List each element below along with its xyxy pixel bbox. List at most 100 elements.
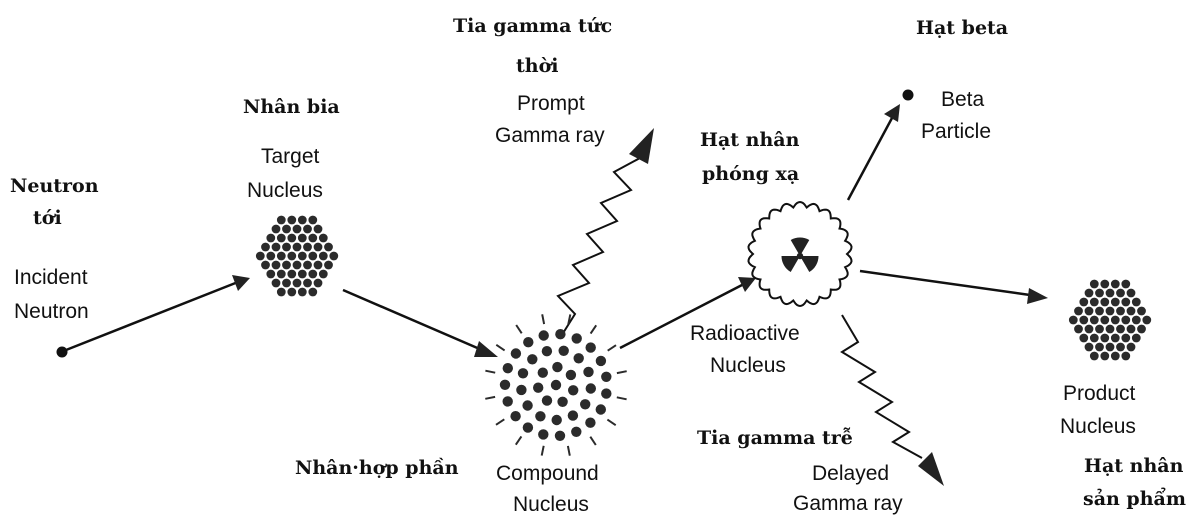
nucleon [1111,334,1120,343]
nucleon [293,261,302,270]
nucleon [314,243,323,252]
nucleon [303,243,312,252]
nucleon [329,252,338,261]
excitation-tick [590,437,596,445]
nucleon [566,370,576,380]
nucleon [523,337,533,347]
nucleon [518,368,528,378]
nucleon [308,234,317,243]
product-label-en-2: Nucleus [1060,415,1136,438]
nucleon [277,270,286,279]
prompt-gamma-wave [558,158,640,338]
nucleon [601,388,611,398]
nucleon [585,418,595,428]
prompt-label-en-1: Prompt [517,92,585,115]
beta-label-en-1: Beta [941,88,985,111]
nucleon [538,368,548,378]
nucleon [1095,289,1104,298]
nucleon [1085,325,1094,334]
compound-label-en-2: Nucleus [513,493,589,516]
nucleon [277,288,286,297]
nucleon [287,288,296,297]
prompt-label-vi-1: Tia gamma tức [453,15,612,37]
excitation-tick [516,436,522,444]
nucleon [1074,307,1083,316]
excitation-tick [607,420,615,426]
excitation-tick [608,345,616,351]
nucleon [500,380,510,390]
nucleon [1090,334,1099,343]
nucleon [319,270,328,279]
nucleon [303,279,312,288]
nucleon [596,404,606,414]
nucleon [272,279,281,288]
incident-neutron-dot [57,347,68,358]
nucleon [1106,325,1115,334]
excitation-tick [617,371,627,373]
nucleon [1090,352,1099,361]
nucleon [261,261,270,270]
nucleon [308,270,317,279]
nucleon [586,342,596,352]
nucleon [1100,298,1109,307]
nucleon [533,383,543,393]
radioactive-to-product-arrow [860,271,1030,295]
nucleon [580,399,590,409]
nucleon [298,234,307,243]
nucleon [1121,298,1130,307]
nucleon [1106,289,1115,298]
nucleon [1127,307,1136,316]
nucleon [287,234,296,243]
nucleon [1074,325,1083,334]
nucleon [314,261,323,270]
nucleon [293,225,302,234]
arrowhead [1027,288,1048,304]
nucleon [1116,343,1125,352]
product-label-en-1: Product [1063,382,1136,405]
nucleon [298,252,307,261]
product-label-vi-1: Hạt nhân [1084,455,1184,477]
nucleon [1100,352,1109,361]
nucleon [272,243,281,252]
nucleon [552,415,562,425]
nucleon [1111,316,1120,325]
product-label-vi-2: sản phẩm [1083,486,1186,510]
nucleon [542,395,552,405]
radioactive-label-en-1: Radioactive [690,322,800,345]
incident-label-en-1: Incident [14,266,88,289]
excitation-tick [496,345,504,351]
nucleon [293,279,302,288]
nucleon [1132,298,1141,307]
nucleon [555,431,565,441]
compound-label-vi: Nhân·hợp phần [295,457,459,479]
radioactive-nucleus [749,202,852,306]
nucleon [510,411,520,421]
nucleon [503,396,513,406]
nucleon [266,252,275,261]
target-label-en-1: Target [261,145,320,168]
nucleon [1106,343,1115,352]
product-nucleus [1069,280,1151,361]
arrowhead [474,341,498,357]
nucleon [314,279,323,288]
nucleon [1069,316,1078,325]
nucleon [516,385,526,395]
nucleon [1111,298,1120,307]
excitation-tick [516,325,522,333]
target-to-compound-arrow [343,290,482,350]
nucleon [282,225,291,234]
nucleon [282,279,291,288]
nucleon [1079,298,1088,307]
nucleon [552,362,562,372]
excitation-tick [542,314,544,324]
nucleon [1079,334,1088,343]
nucleon [1085,307,1094,316]
nucleon [1106,307,1115,316]
nucleon [557,397,567,407]
compound-nucleus [485,314,626,455]
nucleon [293,243,302,252]
nucleon [277,252,286,261]
radioactive-label-en-2: Nucleus [710,354,786,377]
nucleon [1090,316,1099,325]
